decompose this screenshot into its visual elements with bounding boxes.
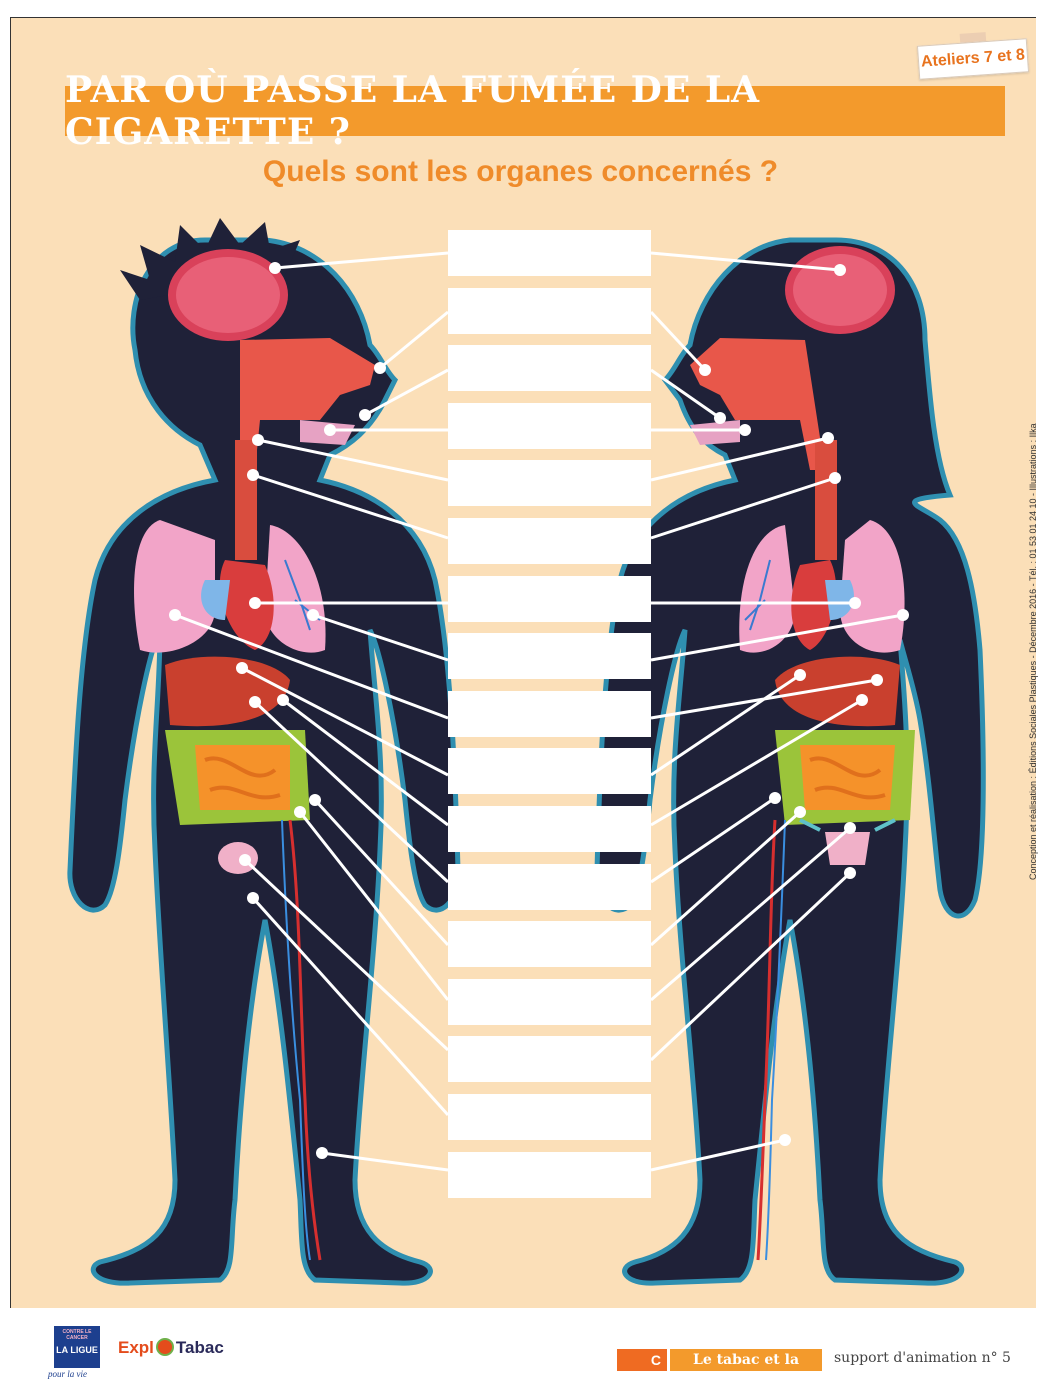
logo-subtext: pour la vie [48, 1369, 87, 1379]
answer-box[interactable] [448, 806, 651, 852]
ligue-logo: CONTRE LE CANCER LA LIGUE [54, 1326, 100, 1368]
girl-silhouette [597, 240, 983, 1283]
support-label: support d'animation n° 5 [834, 1350, 1011, 1366]
explo-tabac-logo: Expl Tabac [118, 1338, 224, 1358]
brand-right: Tabac [176, 1338, 224, 1357]
brand-left: Expl [118, 1338, 154, 1357]
logo-name: LA LIGUE [54, 1345, 100, 1355]
answer-box[interactable] [448, 1152, 651, 1198]
answer-box[interactable] [448, 633, 651, 679]
answer-box[interactable] [448, 979, 651, 1025]
logo-top-text: CONTRE LE CANCER [54, 1326, 100, 1341]
category-badge: C [617, 1349, 667, 1371]
answer-box[interactable] [448, 864, 651, 910]
answer-box[interactable] [448, 288, 651, 334]
answer-box[interactable] [448, 403, 651, 449]
answer-box[interactable] [448, 230, 651, 276]
answer-box[interactable] [448, 1094, 651, 1140]
answer-box[interactable] [448, 518, 651, 564]
leaf-icon [156, 1338, 174, 1356]
answer-box[interactable] [448, 1036, 651, 1082]
answer-box[interactable] [448, 576, 651, 622]
answer-box[interactable] [448, 345, 651, 391]
answer-box[interactable] [448, 748, 651, 794]
answer-box[interactable] [448, 691, 651, 737]
answer-box[interactable] [448, 921, 651, 967]
theme-label: Le tabac et la santé [670, 1349, 822, 1371]
credit-text: Conception et réalisation : Éditions Soc… [1028, 500, 1038, 880]
answer-box[interactable] [448, 460, 651, 506]
